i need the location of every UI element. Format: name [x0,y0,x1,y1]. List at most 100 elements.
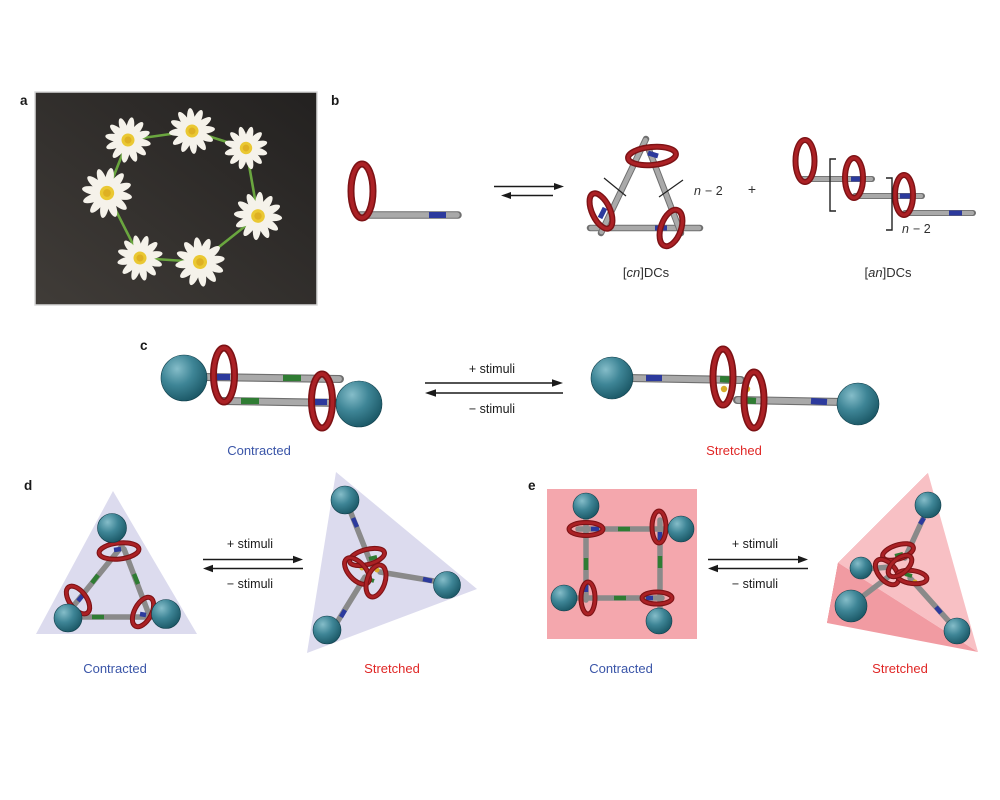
red-ring [873,557,901,587]
arrowhead-right [293,555,303,564]
stretched-tetrahedron [827,473,978,652]
contracted-label: Contracted [589,661,653,676]
red-ring [886,553,914,579]
monomer [347,160,462,222]
equilibrium-arrows [494,183,564,199]
bracket-left [829,158,836,212]
arrowhead-right [554,183,564,190]
red-ring [579,580,597,616]
red-ring [742,370,766,430]
contracted-triangle [36,491,197,634]
cyclic-caption: [cn]DCs [623,265,670,280]
stretched-dimer [590,345,880,432]
red-ring [348,546,386,568]
rod [599,137,648,235]
panel-c-label: c [140,338,148,353]
red-ring [587,191,615,231]
red-ring [349,162,375,220]
arrowhead-right [552,379,563,387]
stopper-sphere [590,356,634,400]
rod [346,505,375,569]
red-ring [893,173,915,217]
square-face [547,489,697,639]
panel-a-label: a [20,93,28,108]
red-ring [711,347,735,407]
red-ring [657,208,685,248]
contracted-label: Contracted [83,661,147,676]
daisy-chain-photo [34,91,318,306]
stretched-label: Stretched [364,661,420,676]
panel-c: c Contracted + stimuli − stimul [140,338,880,458]
stopper-sphere [312,615,342,645]
station-blue [918,516,926,526]
n-minus-2-label: n− 2 [902,222,931,236]
panel-e: e Con [528,473,978,676]
stopper-sphere [572,492,600,520]
stopper-sphere [836,382,880,426]
station-blue [339,608,347,619]
stopper-sphere [335,380,383,428]
plus-stimuli-label: + stimuli [227,537,273,551]
tetrahedron-face-mid [827,563,978,652]
red-ring [364,563,388,599]
station-green [904,572,913,578]
stopper-sphere [330,485,360,515]
stopper-sphere [151,599,181,629]
station-blue [934,605,943,615]
plus-stimuli-label: + stimuli [469,362,515,376]
acyclic-daisy-chain: n− 2 [an]DCs [792,137,976,280]
panel-b-label: b [331,93,339,108]
station-blue [113,546,122,553]
station-blue [422,576,433,584]
stopper-sphere [914,491,942,519]
minus-stimuli-label: − stimuli [227,577,273,591]
stimuli-arrows-e: + stimuli − stimuli [708,537,808,591]
station-green [368,555,378,561]
bracket-right [886,177,893,231]
contracted-label: Contracted [227,443,291,458]
repeat-tick [658,179,684,198]
stopper-sphere [645,607,673,635]
repeat-tick [603,177,627,197]
stretched-label: Stretched [872,661,928,676]
stopper-sphere [550,584,578,612]
triangle-face [307,472,477,653]
red-ring [211,346,237,404]
stopper-sphere [160,354,208,402]
plus-sign: + [748,181,756,197]
contracted-square [547,489,697,639]
stopper-sphere [53,603,83,633]
station-green [90,573,100,585]
stopper-sphere [849,556,873,580]
minus-stimuli-label: − stimuli [469,402,515,416]
stimuli-arrows-d: + stimuli − stimuli [203,537,303,591]
stopper-bead [720,385,728,393]
arrowhead-left [203,564,213,573]
red-ring [640,590,674,606]
panel-b: b [331,93,976,280]
arrowhead-left [708,564,718,573]
red-ring [793,138,817,184]
contracted-dimer [160,344,383,432]
panel-a: a [20,91,318,306]
acyclic-caption: [an]DCs [865,265,912,280]
arrowhead-left [501,192,511,199]
stopper-sphere [97,513,127,543]
plus-stimuli-label: + stimuli [732,537,778,551]
station-blue [76,593,85,603]
arrowhead-right [798,555,808,564]
stopper-sphere [667,515,695,543]
panel-d-label: d [24,478,32,493]
station-blue [350,517,360,528]
stretched-triangle [307,472,477,653]
tetrahedron-face-light [838,473,978,652]
red-ring [843,156,865,200]
station-green [131,573,141,585]
stretched-label: Stretched [706,443,762,458]
station-blue [139,611,147,618]
panel-e-label: e [528,478,536,493]
station-blue [647,150,659,159]
arrowhead-left [425,389,436,397]
